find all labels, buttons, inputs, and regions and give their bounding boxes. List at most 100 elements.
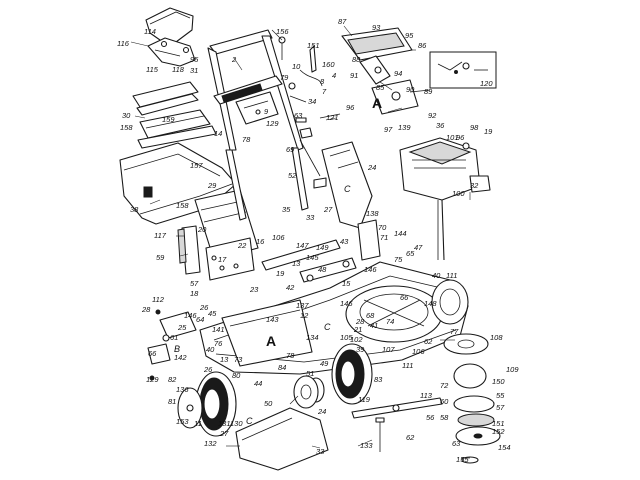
callout-label: 118 bbox=[172, 65, 185, 74]
callout-label: 59 bbox=[156, 253, 165, 262]
grass-deflector-part bbox=[145, 7, 196, 67]
callout-label: 130 bbox=[230, 419, 243, 428]
callout-label: 52 bbox=[288, 171, 297, 180]
front-wheel-center bbox=[307, 343, 373, 405]
callout-label: 158 bbox=[176, 201, 189, 210]
callout-label: 31 bbox=[190, 66, 198, 75]
callout-label: 144 bbox=[394, 229, 407, 238]
callout-label: 48 bbox=[318, 265, 327, 274]
callout-label: 106 bbox=[412, 347, 425, 356]
callout-label: 60 bbox=[440, 397, 449, 406]
callout-label: 45 bbox=[208, 309, 217, 318]
callout-label: 24 bbox=[317, 407, 326, 416]
callout-label: 112 bbox=[152, 295, 165, 304]
callout-label: 138 bbox=[366, 209, 379, 218]
callout-label: 151 bbox=[307, 41, 320, 50]
blade-bolt bbox=[375, 417, 385, 452]
callout-label: 43 bbox=[340, 237, 349, 246]
callout-label: 107 bbox=[382, 345, 395, 354]
callout-label: 26 bbox=[199, 303, 209, 312]
callout-label: 88 bbox=[352, 55, 361, 64]
callout-label: 2 bbox=[231, 55, 237, 64]
detail-inset-box bbox=[429, 51, 497, 89]
callout-label: 85 bbox=[376, 83, 385, 92]
callout-label: 141 bbox=[212, 325, 225, 334]
reference-letter: A bbox=[266, 333, 276, 349]
callout-label: 50 bbox=[264, 399, 273, 408]
callout-label: 142 bbox=[174, 353, 187, 362]
callout-label: 106 bbox=[272, 233, 285, 242]
callout-label: 27 bbox=[219, 429, 229, 438]
rear-wheel-left bbox=[177, 371, 237, 437]
callout-label: 133 bbox=[360, 441, 373, 450]
callout-label: 27 bbox=[323, 205, 333, 214]
callout-label: 78 bbox=[286, 351, 295, 360]
callout-label: 115 bbox=[146, 65, 159, 74]
callout-label: 21 bbox=[353, 325, 362, 334]
engine-shroud-cover bbox=[341, 27, 413, 85]
callout-label: 97 bbox=[384, 125, 393, 134]
callout-label: 62 bbox=[424, 337, 433, 346]
callout-label: 160 bbox=[322, 60, 335, 69]
callout-label: 153 bbox=[176, 417, 189, 426]
reference-letters: A A C C C B bbox=[174, 95, 382, 426]
callout-label: 61 bbox=[170, 333, 178, 342]
callout-label: 120 bbox=[480, 79, 493, 88]
callout-label: 154 bbox=[498, 443, 511, 452]
engine-block bbox=[399, 137, 491, 261]
callout-label: 30 bbox=[122, 111, 131, 120]
callout-label: 114 bbox=[144, 27, 156, 36]
callout-label: 143 bbox=[266, 315, 279, 324]
callout-label: 15 bbox=[342, 279, 351, 288]
trailing-shield bbox=[235, 407, 329, 471]
reference-letter: B bbox=[174, 344, 180, 354]
callout-label: 145 bbox=[306, 253, 319, 262]
callout-label: 14 bbox=[214, 129, 222, 138]
part-callout-numbers: 114 116 95 115 118 31 2 156 151 10 160 4… bbox=[117, 17, 519, 464]
callout-label: 57 bbox=[190, 279, 199, 288]
callout-label: 57 bbox=[496, 403, 505, 412]
callout-label: 132 bbox=[204, 439, 217, 448]
callout-label: 22 bbox=[237, 241, 247, 250]
callout-label: 152 bbox=[492, 427, 505, 436]
callout-label: 13 bbox=[292, 259, 301, 268]
callout-label: 149 bbox=[316, 243, 329, 252]
callout-label: 63 bbox=[452, 439, 461, 448]
callout-label: 7 bbox=[322, 87, 327, 96]
reference-letter: C bbox=[324, 322, 331, 332]
callout-label: 13 bbox=[220, 355, 229, 364]
callout-label: 119 bbox=[358, 395, 371, 404]
cable-and-spring-parts bbox=[278, 36, 341, 139]
callout-label: 147 bbox=[296, 241, 309, 250]
callout-label: 158 bbox=[120, 123, 133, 132]
callout-label: 108 bbox=[490, 333, 503, 342]
callout-label: 95 bbox=[405, 31, 414, 40]
callout-label: 129 bbox=[146, 375, 159, 384]
callout-label: 78 bbox=[242, 135, 251, 144]
callout-label: 75 bbox=[394, 255, 403, 264]
callout-label: 151 bbox=[492, 419, 505, 428]
callout-label: 76 bbox=[214, 339, 223, 348]
mower-blade bbox=[351, 397, 443, 419]
callout-label: 90 bbox=[406, 85, 415, 94]
callout-label: 51 bbox=[306, 369, 314, 378]
callout-label: 9 bbox=[264, 107, 269, 116]
callout-label: 148 bbox=[424, 299, 437, 308]
callout-label: 8 bbox=[320, 77, 325, 86]
callout-label: 40 bbox=[432, 271, 441, 280]
leader-lines bbox=[130, 25, 471, 459]
wheel-cap bbox=[293, 375, 319, 409]
callout-label: 29 bbox=[207, 181, 217, 190]
callout-label: 33 bbox=[316, 447, 325, 456]
callout-label: 137 bbox=[296, 301, 309, 310]
callout-label: 131 bbox=[218, 419, 231, 428]
callout-label: 105 bbox=[340, 333, 353, 342]
shift-rod bbox=[299, 139, 327, 189]
callout-label: 39 bbox=[356, 345, 365, 354]
callout-label: 101 bbox=[446, 133, 459, 142]
callout-label: 156 bbox=[276, 27, 289, 36]
callout-label: 155 bbox=[456, 455, 469, 464]
callout-label: 150 bbox=[492, 377, 505, 386]
callout-label: 96 bbox=[456, 133, 465, 142]
